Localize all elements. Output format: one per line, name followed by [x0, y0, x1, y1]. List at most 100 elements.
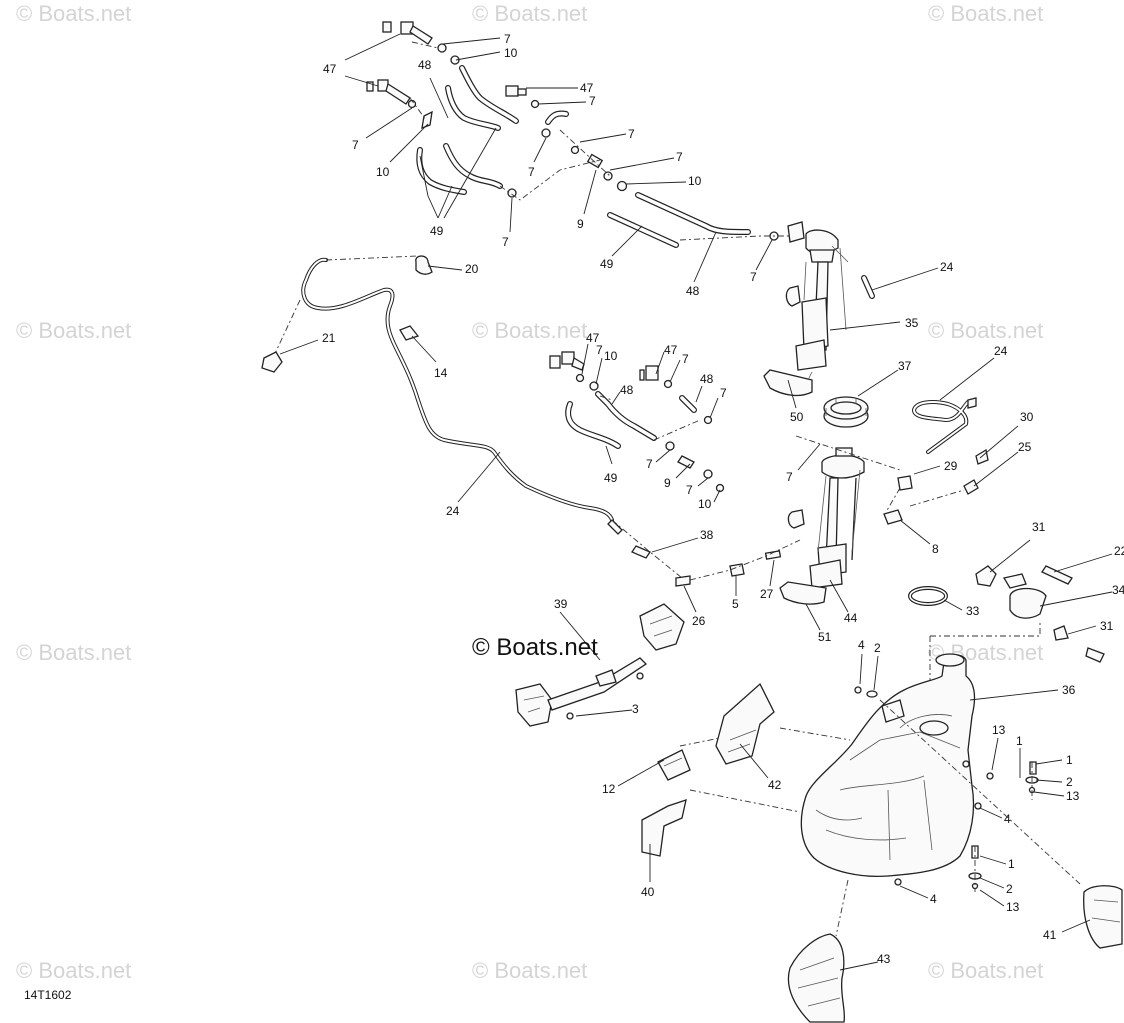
callout-label: 2 — [1006, 882, 1013, 896]
heat-shield-part — [657, 749, 691, 781]
callout-label: 20 — [465, 262, 479, 276]
callout-label: 5 — [732, 597, 739, 611]
watermark: © Boats.net — [16, 640, 132, 665]
callout-label: 48 — [620, 383, 634, 397]
callout-label: 7 — [676, 150, 683, 164]
fuel-hose-part — [416, 65, 875, 299]
callout-label: 41 — [1043, 928, 1057, 942]
callout-label: 47 — [664, 343, 678, 357]
callout-label: 48 — [700, 372, 714, 386]
watermark: © Boats.net — [472, 1, 588, 26]
callout-label: 33 — [966, 604, 980, 618]
fuel-pump-module-part — [763, 221, 849, 397]
fuel-tank-part — [800, 653, 976, 878]
callout-label: 9 — [664, 476, 671, 490]
callout-label: 38 — [700, 528, 714, 542]
callout-label: 4 — [1004, 812, 1011, 826]
watermark: © Boats.net — [472, 318, 588, 343]
callout-label: 47 — [580, 81, 594, 95]
o-ring-part — [908, 586, 948, 606]
upper-hose-assembly — [366, 21, 875, 299]
callout-label: 4 — [858, 638, 865, 652]
callout-label: 48 — [686, 284, 700, 298]
callout-label: 1 — [1008, 857, 1015, 871]
harness-bracket-part — [515, 603, 685, 727]
lock-ring-part — [823, 396, 869, 428]
heat-shield-part — [715, 682, 775, 765]
vent-hose-part — [795, 397, 989, 525]
callout-label: 50 — [790, 410, 804, 424]
callout-label: 3 — [632, 702, 639, 716]
callout-label: 7 — [646, 457, 653, 471]
middle-hose-assembly — [549, 351, 725, 493]
callout-label: 7 — [589, 94, 596, 108]
callout-label: 42 — [768, 778, 782, 792]
watermark: © Boats.net — [928, 1, 1044, 26]
callout-label: 40 — [641, 885, 655, 899]
callout-label: 10 — [688, 174, 702, 188]
callout-label: 49 — [600, 257, 614, 271]
callout-label: 36 — [1062, 683, 1076, 697]
callout-label: 48 — [418, 58, 432, 72]
heat-shield-part — [1083, 885, 1123, 949]
callout-label: 22 — [1114, 544, 1124, 558]
center-watermark: © Boats.net — [472, 634, 598, 661]
callout-label: 7 — [750, 270, 757, 284]
watermark: © Boats.net — [16, 958, 132, 983]
callout-label: 47 — [323, 62, 337, 76]
callout-label: 49 — [430, 224, 444, 238]
leader-lines — [279, 33, 1113, 971]
callout-label: 4 — [930, 892, 937, 906]
callout-label: 7 — [786, 470, 793, 484]
callout-label: 21 — [322, 331, 336, 345]
callout-label: 2 — [874, 641, 881, 655]
callout-label: 31 — [1032, 520, 1046, 534]
watermark: © Boats.net — [16, 1, 132, 26]
callout-label: 13 — [1066, 789, 1080, 803]
callout-label: 14 — [434, 366, 448, 380]
callout-label: 51 — [818, 630, 832, 644]
clamp-part — [261, 255, 433, 373]
callout-label: 49 — [604, 471, 618, 485]
callout-label: 7 — [502, 235, 509, 249]
fuel-pump-module-part — [779, 447, 865, 605]
callout-label: 24 — [446, 504, 460, 518]
callout-label: 2 — [1066, 775, 1073, 789]
watermark: © Boats.net — [16, 318, 132, 343]
watermark: © Boats.net — [928, 958, 1044, 983]
callout-label: 39 — [554, 597, 568, 611]
callout-label: 35 — [905, 316, 919, 330]
callout-labels: 7 10 47 48 7 10 49 47 7 7 7 7 10 9 7 49 … — [322, 32, 1124, 966]
watermark: © Boats.net — [928, 318, 1044, 343]
heat-shield-part — [787, 933, 846, 1023]
diagram-id: 14T1602 — [24, 988, 72, 1002]
callout-label: 13 — [992, 723, 1006, 737]
callout-label: 29 — [944, 459, 958, 473]
callout-label: 24 — [994, 344, 1008, 358]
callout-label: 37 — [898, 359, 912, 373]
callout-label: 34 — [1112, 583, 1124, 597]
callout-label: 7 — [682, 352, 689, 366]
callout-label: 43 — [877, 952, 891, 966]
callout-label: 26 — [692, 614, 706, 628]
callout-label: 7 — [596, 343, 603, 357]
callout-label: 27 — [760, 587, 774, 601]
callout-label: 25 — [1018, 440, 1032, 454]
callout-label: 10 — [504, 46, 518, 60]
callout-label: 30 — [1020, 410, 1034, 424]
callout-label: 10 — [604, 349, 618, 363]
callout-label: 7 — [528, 165, 535, 179]
callout-label: 1 — [1066, 753, 1073, 767]
callout-label: 7 — [628, 127, 635, 141]
callout-label: 7 — [720, 386, 727, 400]
quick-connector-part — [505, 85, 604, 169]
callout-label: 13 — [1006, 900, 1020, 914]
callout-label: 24 — [940, 260, 954, 274]
callout-label: 10 — [698, 497, 712, 511]
callout-label: 1 — [1016, 734, 1023, 748]
callout-label: 44 — [844, 611, 858, 625]
quick-connector-part — [366, 21, 433, 105]
fuel-line-part — [301, 257, 651, 559]
callout-label: 31 — [1100, 619, 1114, 633]
